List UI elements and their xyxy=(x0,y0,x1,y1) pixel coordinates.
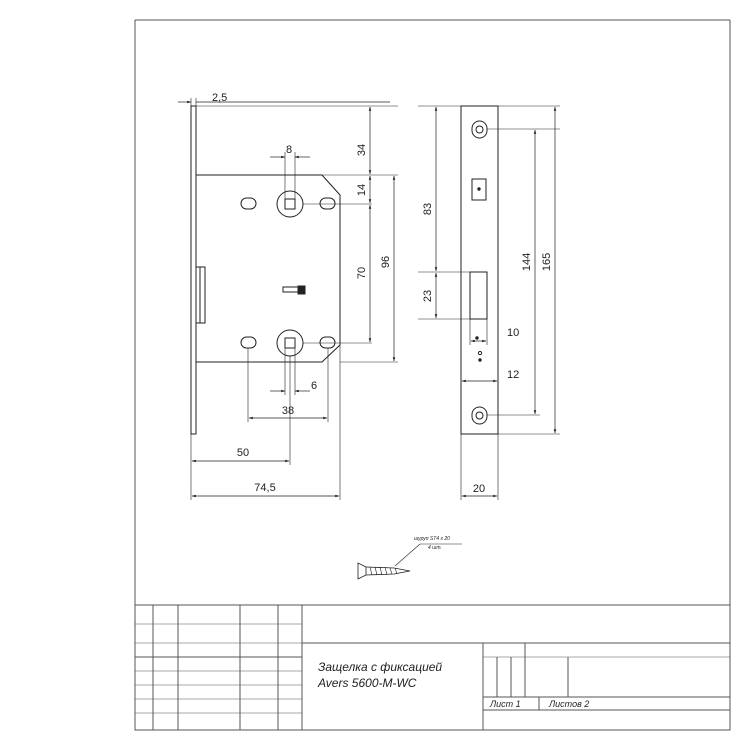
title-product-name: Защелка с фиксацией xyxy=(318,660,442,674)
dim-plate-width: 20 xyxy=(473,483,485,495)
drawing-frame xyxy=(134,19,731,731)
dim-latch-width: 10 xyxy=(507,327,519,339)
dimension-labels-right: 83 23 10 12 144 165 20 xyxy=(422,203,553,495)
sheet-number: Лист 1 xyxy=(489,699,521,709)
mounting-slot xyxy=(319,197,336,210)
lower-spindle-hub xyxy=(276,329,304,357)
front-plate xyxy=(190,105,197,435)
mounting-slot xyxy=(240,336,257,349)
face-plate-outline xyxy=(460,105,499,435)
face-plate-view xyxy=(460,105,499,435)
dim-latch-height: 23 xyxy=(422,290,434,302)
screw-head xyxy=(357,562,367,580)
dim-body-height: 96 xyxy=(380,256,392,268)
dim-plate-length: 165 xyxy=(541,253,553,271)
top-screw-counterbore xyxy=(471,120,488,139)
dim-screw-spacing: 144 xyxy=(521,253,533,271)
dim-hole-spacing: 38 xyxy=(282,405,294,417)
dimension-lines-right xyxy=(434,106,557,498)
top-screw-hole xyxy=(475,125,484,134)
dim-flange-thickness: 2,5 xyxy=(212,92,227,104)
mounting-slot xyxy=(319,336,336,349)
lock-case-outline xyxy=(196,174,341,363)
extension-lines-left xyxy=(190,98,398,500)
dim-body-width: 74,5 xyxy=(254,482,275,494)
dim-top-offset: 34 xyxy=(356,144,368,156)
upper-window xyxy=(471,178,487,201)
screw-note-quantity: 4 шт. xyxy=(428,545,442,551)
title-product-model: Avers 5600-M-WC xyxy=(317,676,417,690)
mounting-slot xyxy=(240,197,257,210)
upper-spindle-hub xyxy=(276,190,304,218)
lower-spindle-square xyxy=(284,337,296,349)
bottom-screw-counterbore xyxy=(471,406,488,425)
latch-opening xyxy=(469,271,488,320)
dim-strike-upper: 83 xyxy=(422,203,434,215)
dim-backset: 50 xyxy=(237,447,249,459)
dim-spindle-offset: 14 xyxy=(356,184,368,196)
screw-note-type: шуруп ST4 x 20 xyxy=(414,536,450,542)
screw-illustration xyxy=(357,543,462,580)
screw-shank xyxy=(365,566,411,576)
bottom-screw-hole xyxy=(475,411,484,420)
sheets-total: Листов 2 xyxy=(548,699,589,709)
title-block xyxy=(134,604,731,731)
lock-body-view xyxy=(190,105,341,435)
dim-small-square: 6 xyxy=(311,380,317,392)
upper-spindle-square xyxy=(284,198,296,210)
dim-spindle-square: 8 xyxy=(286,144,292,156)
dim-spindle-distance: 70 xyxy=(356,267,368,279)
dimension-labels-left: 2,5 8 34 14 70 96 6 38 50 74,5 xyxy=(212,92,392,494)
dimension-lines-left xyxy=(178,100,396,498)
extension-lines-right xyxy=(418,105,560,500)
dim-lower-offset: 12 xyxy=(507,369,519,381)
